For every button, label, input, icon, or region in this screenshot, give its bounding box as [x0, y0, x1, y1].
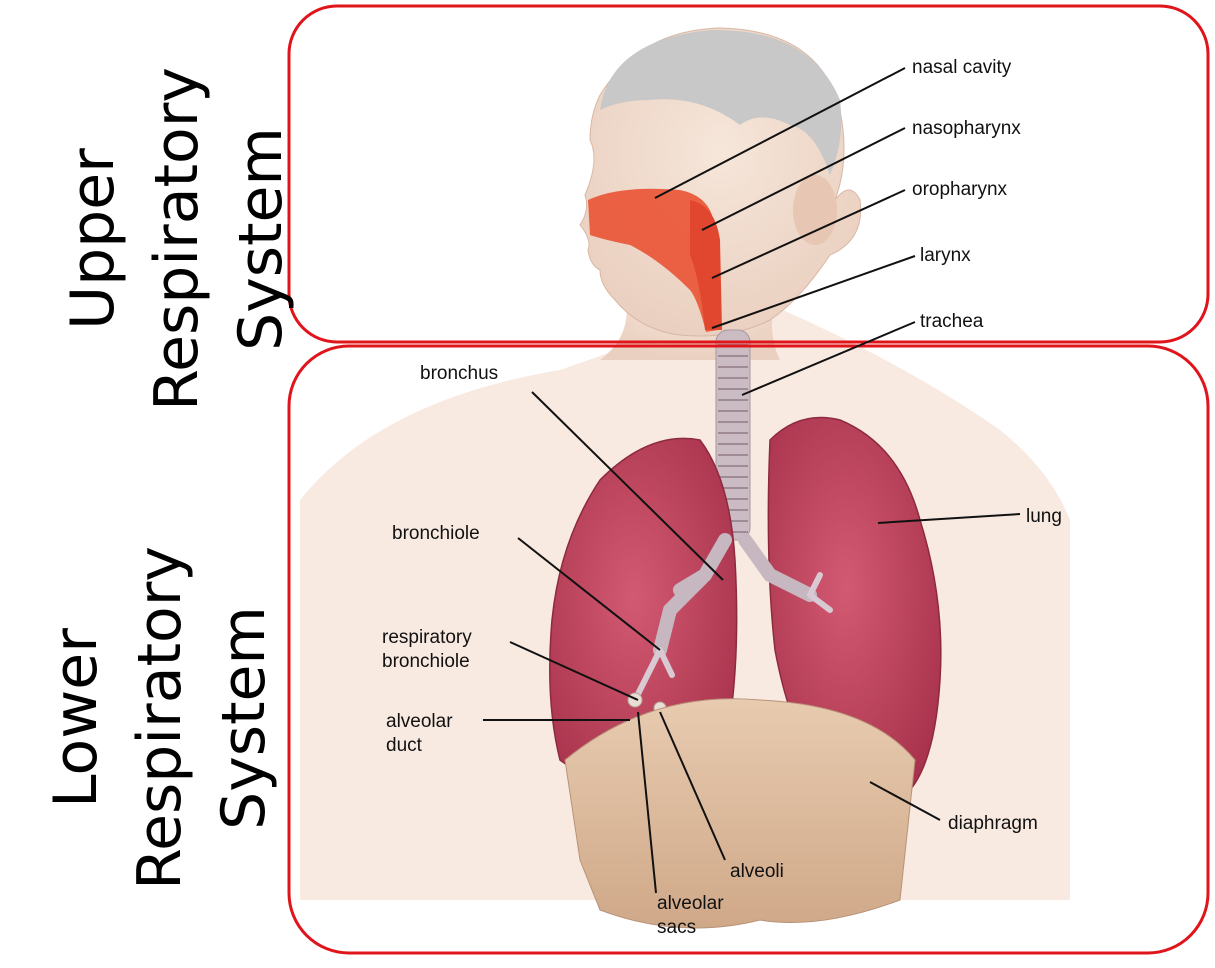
diaphragm-shape [565, 699, 915, 928]
title-line: System [219, 39, 303, 439]
lower-respiratory-system-title: Lower Respiratory System [34, 468, 286, 968]
label-nasopharynx: nasopharynx [912, 117, 1021, 141]
label-alveolar-duct: alveolar duct [386, 710, 453, 758]
label-bronchiole: bronchiole [392, 522, 480, 546]
title-line: Respiratory [135, 39, 219, 439]
label-trachea: trachea [920, 310, 983, 334]
label-line: bronchiole [382, 650, 472, 674]
alveolar-sac-1 [628, 693, 642, 707]
label-diaphragm: diaphragm [948, 812, 1038, 836]
title-line: Lower [34, 468, 118, 968]
label-line: sacs [657, 916, 724, 940]
ear [793, 175, 837, 245]
label-line: duct [386, 734, 453, 758]
title-line: System [202, 468, 286, 968]
label-alveolar-sacs: alveolar sacs [657, 892, 724, 940]
label-line: respiratory [382, 626, 472, 650]
label-respiratory-bronchiole: respiratory bronchiole [382, 626, 472, 674]
label-oropharynx: oropharynx [912, 178, 1007, 202]
label-lung: lung [1026, 505, 1062, 529]
label-larynx: larynx [920, 244, 971, 268]
label-line: alveolar [386, 710, 453, 734]
label-alveoli: alveoli [730, 860, 784, 884]
title-line: Respiratory [118, 468, 202, 968]
label-bronchus: bronchus [420, 362, 498, 386]
label-nasal-cavity: nasal cavity [912, 56, 1011, 80]
label-line: alveolar [657, 892, 724, 916]
title-line: Upper [51, 39, 135, 439]
upper-respiratory-system-title: Upper Respiratory System [51, 39, 219, 439]
